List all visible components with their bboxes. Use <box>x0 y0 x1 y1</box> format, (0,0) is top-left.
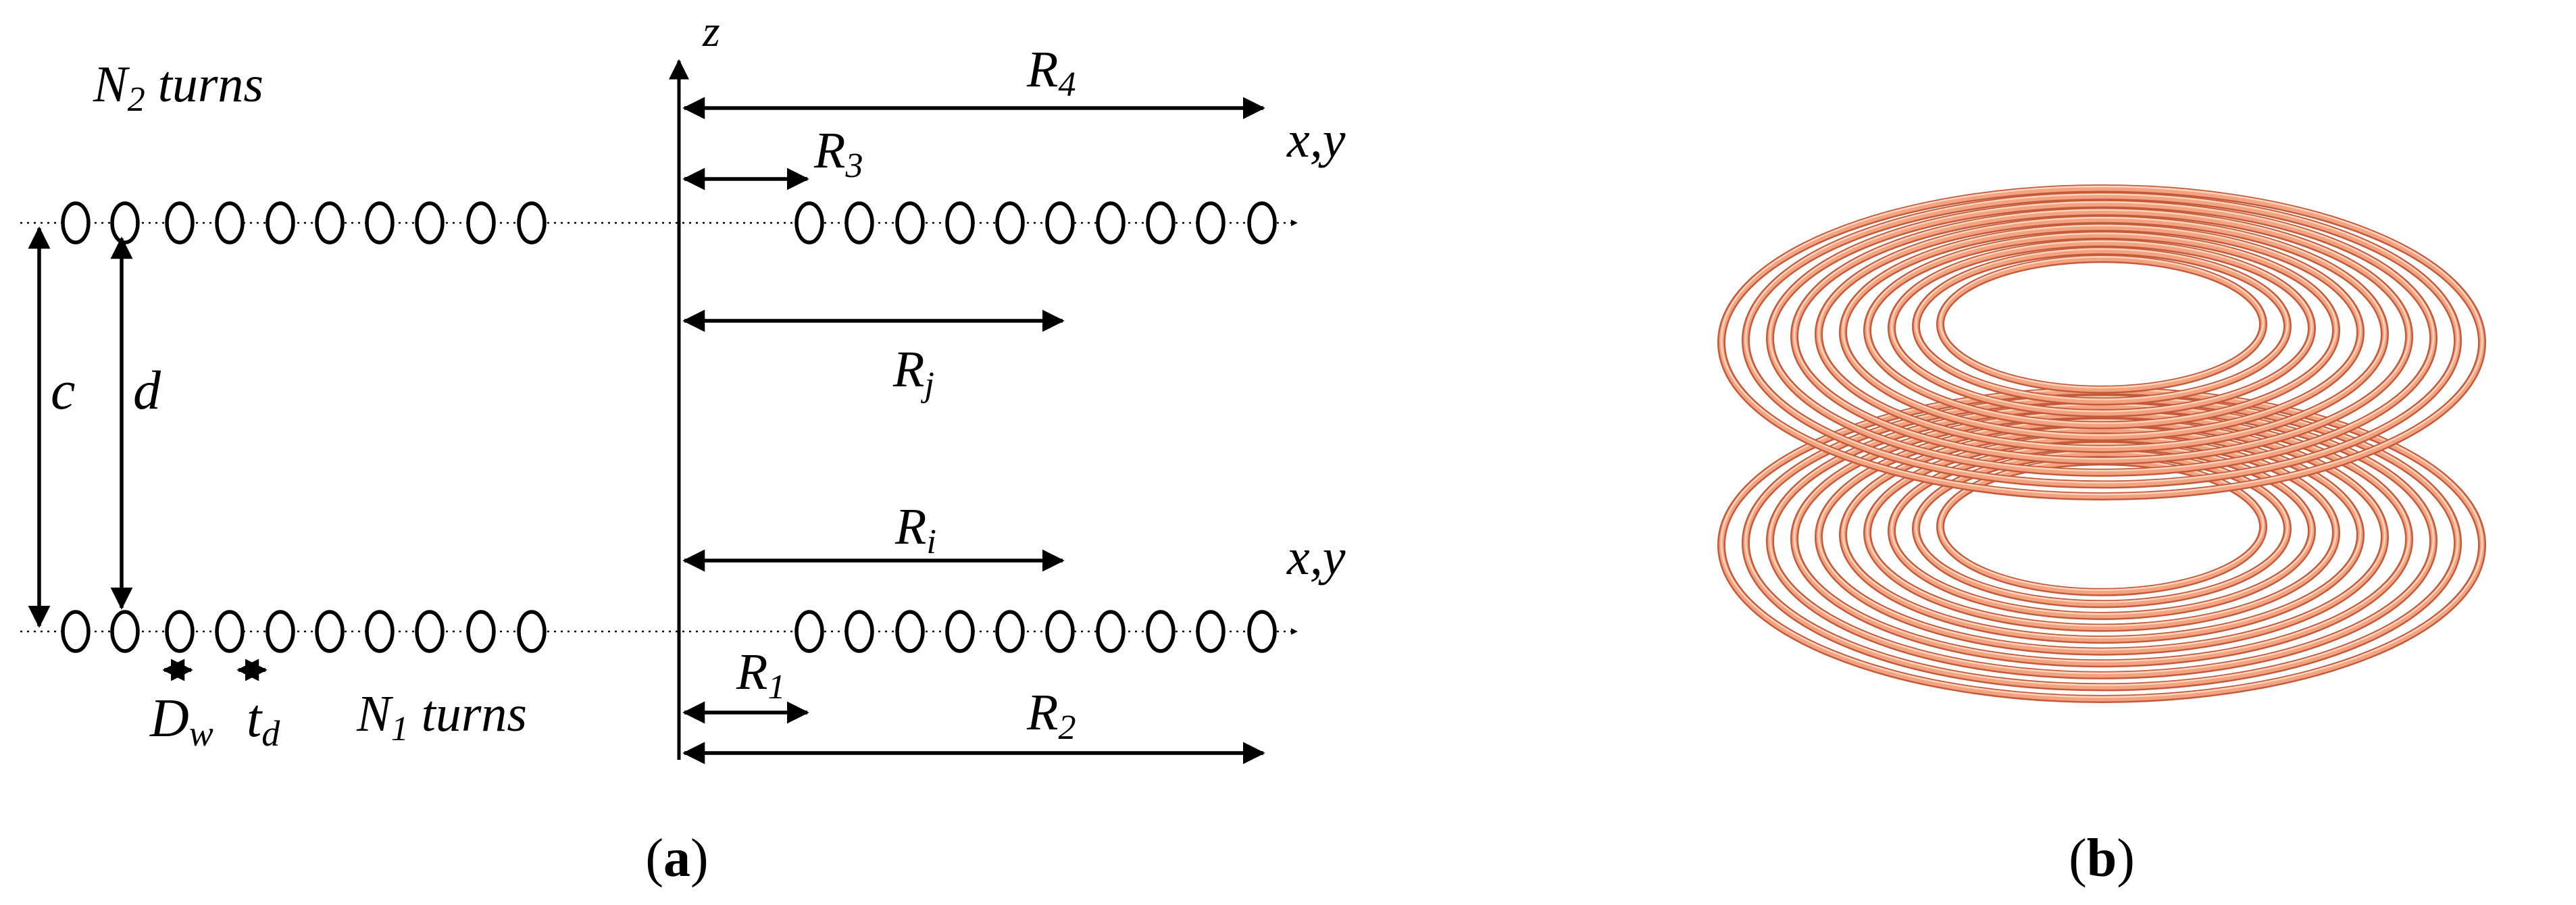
lower-coil-disc-ring-highlight-5 <box>1817 419 2386 650</box>
top-coil-turn-14 <box>945 201 975 244</box>
top-coil-turn-16 <box>1045 201 1075 244</box>
upper-coil-disc-ring-highlight-8 <box>1890 240 2313 413</box>
bottom-coil-turn-6 <box>315 610 345 653</box>
panel-b: (b) <box>1717 184 2486 888</box>
bottom-coil-turn-15 <box>995 610 1025 653</box>
d-label: d <box>133 359 161 421</box>
top-coil-turns <box>61 201 1277 244</box>
top-coil-turn-13 <box>895 201 925 244</box>
coil-3d-render <box>1717 184 2486 704</box>
bottom-coil-turn-9 <box>466 610 496 653</box>
c-label: c <box>51 359 75 421</box>
upper-coil-disc-ring-highlight-10 <box>1939 255 2265 389</box>
bottom-coil-turn-17 <box>1096 610 1126 653</box>
bottom-coil-turn-5 <box>266 610 295 653</box>
bottom-coil-turn-2 <box>110 610 140 653</box>
upper-coil-disc-ring-highlight-4 <box>1793 209 2410 460</box>
n1-turns-label: N1 turns <box>356 686 527 748</box>
top-coil-turn-3 <box>165 201 195 244</box>
upper-coil-disc-ring-highlight-5 <box>1817 217 2386 448</box>
top-coil-turn-4 <box>215 201 245 244</box>
top-coil-turn-12 <box>844 201 874 244</box>
bottom-coil-turn-16 <box>1045 610 1075 653</box>
top-coil-turn-11 <box>794 201 824 244</box>
upper-coil-disc-ring-highlight-1 <box>1720 185 2483 496</box>
upper-coil-disc-ring-highlight-3 <box>1769 201 2435 472</box>
upper-coil-disc-ring-highlight-7 <box>1866 232 2338 424</box>
dw-label: Dw <box>149 689 213 754</box>
bottom-coil-turns <box>61 610 1277 653</box>
bottom-coil-turn-3 <box>165 610 195 653</box>
bottom-coil-turn-4 <box>215 610 245 653</box>
x-y-axis-label-top: x,y <box>1286 111 1346 168</box>
r3-label: R3 <box>813 122 863 185</box>
upper-coil-disc <box>1717 184 2486 501</box>
z-axis-label: z <box>702 7 720 56</box>
lower-coil-disc-ring-highlight-8 <box>1890 442 2313 615</box>
bottom-coil-turn-10 <box>517 610 547 653</box>
top-coil-turn-10 <box>517 201 547 244</box>
bottom-coil-turn-8 <box>415 610 445 653</box>
top-coil-turn-19 <box>1196 201 1226 244</box>
bottom-coil-turn-12 <box>844 610 874 653</box>
panel-a: z R4 x,y R3 Rj Ri x,y R1 R2 c d Dw <box>20 7 1346 888</box>
upper-coil-disc-ring-10 <box>1938 256 2266 392</box>
top-coil-turn-18 <box>1146 201 1176 244</box>
upper-coil-disc-ring-highlight-9 <box>1915 248 2289 400</box>
top-coil-turn-8 <box>415 201 445 244</box>
bottom-coil-turn-20 <box>1247 610 1277 653</box>
top-coil-turn-7 <box>365 201 395 244</box>
upper-coil-disc-ring-highlight-6 <box>1842 224 2362 436</box>
bottom-coil-turn-7 <box>365 610 395 653</box>
r2-label: R2 <box>1026 684 1076 747</box>
bottom-coil-turn-11 <box>794 610 824 653</box>
bottom-coil-turn-1 <box>61 610 91 653</box>
upper-coil-disc-ring-highlight-2 <box>1744 193 2459 484</box>
upper-coil-disc-ring-9 <box>1913 249 2290 404</box>
top-coil-turn-2 <box>110 201 140 244</box>
top-coil-turn-6 <box>315 201 345 244</box>
top-coil-turn-9 <box>466 201 496 244</box>
x-y-axis-label-bottom: x,y <box>1286 529 1346 586</box>
bottom-coil-turn-19 <box>1196 610 1226 653</box>
top-coil-turn-20 <box>1247 201 1277 244</box>
r4-label: R4 <box>1026 41 1076 104</box>
top-coil-turn-1 <box>61 201 91 244</box>
td-label: td <box>247 689 280 754</box>
lower-coil-disc-ring-highlight-2 <box>1744 396 2459 686</box>
r1-label: R1 <box>736 644 785 706</box>
caption-b: (b) <box>2069 829 2135 888</box>
n2-turns-label: N2 turns <box>93 56 263 119</box>
bottom-coil-turn-13 <box>895 610 925 653</box>
ri-label: Ri <box>894 498 936 561</box>
top-coil-turn-15 <box>995 201 1025 244</box>
bottom-coil-turn-18 <box>1146 610 1176 653</box>
bottom-coil-turn-14 <box>945 610 975 653</box>
top-coil-turn-5 <box>266 201 295 244</box>
top-coil-turn-17 <box>1096 201 1126 244</box>
rj-label: Rj <box>892 341 934 404</box>
caption-a: (a) <box>645 829 708 888</box>
